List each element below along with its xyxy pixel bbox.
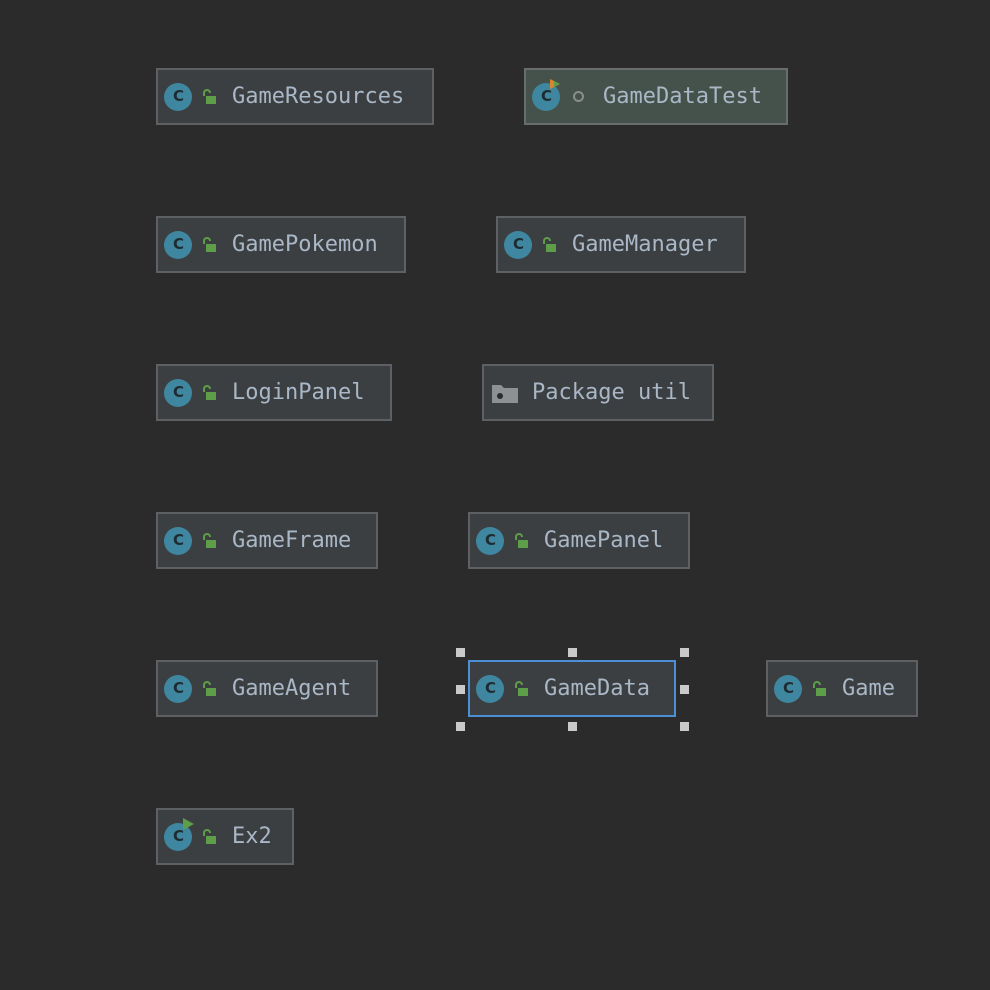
node-label: GamePokemon: [232, 232, 378, 257]
public-lock-icon: [203, 680, 216, 696]
public-lock-icon: [203, 532, 216, 548]
resize-handle-top-left[interactable]: [456, 648, 465, 657]
class-icon: C: [164, 378, 192, 407]
class-icon: C: [532, 78, 560, 111]
class-icon: C: [774, 674, 802, 703]
resize-handle-bottom[interactable]: [568, 722, 577, 731]
public-lock-icon: [203, 384, 216, 400]
node-label: Ex2: [232, 824, 272, 849]
node-label: GameDataTest: [603, 84, 762, 109]
node-game-data-test[interactable]: C GameDataTest: [524, 68, 788, 125]
node-game-resources[interactable]: C GameResources: [156, 68, 434, 125]
run-icon: [183, 817, 194, 830]
node-label: GameManager: [572, 232, 718, 257]
public-lock-icon: [203, 88, 216, 104]
class-icon: C: [504, 230, 532, 259]
class-icon: C: [164, 526, 192, 555]
public-lock-icon: [203, 236, 216, 252]
node-game[interactable]: C Game: [766, 660, 918, 717]
node-label: GamePanel: [544, 528, 664, 553]
node-ex2[interactable]: C Ex2: [156, 808, 294, 865]
node-game-panel[interactable]: C GamePanel: [468, 512, 690, 569]
resize-handle-bottom-right[interactable]: [680, 722, 689, 731]
node-label: GameFrame: [232, 528, 352, 553]
resize-handle-right[interactable]: [680, 685, 689, 694]
resize-handle-bottom-left[interactable]: [456, 722, 465, 731]
node-label: Package util: [532, 380, 691, 405]
node-login-panel[interactable]: C LoginPanel: [156, 364, 392, 421]
node-label: GameResources: [232, 84, 405, 109]
package-private-icon: [573, 91, 584, 102]
resize-handle-left[interactable]: [456, 685, 465, 694]
class-icon: C: [476, 526, 504, 555]
public-lock-icon: [515, 680, 528, 696]
class-icon: C: [164, 230, 192, 259]
public-lock-icon: [543, 236, 556, 252]
resize-handle-top[interactable]: [568, 648, 577, 657]
node-game-frame[interactable]: C GameFrame: [156, 512, 378, 569]
class-icon: C: [164, 82, 192, 111]
folder-icon: [492, 384, 518, 403]
resize-handle-top-right[interactable]: [680, 648, 689, 657]
node-label: Game: [842, 676, 895, 701]
public-lock-icon: [203, 828, 216, 844]
node-label: GameAgent: [232, 676, 352, 701]
node-label: LoginPanel: [232, 380, 365, 405]
node-label: GameData: [544, 676, 650, 701]
node-game-agent[interactable]: C GameAgent: [156, 660, 378, 717]
node-package-util[interactable]: Package util: [482, 364, 714, 421]
public-lock-icon: [813, 680, 826, 696]
node-game-pokemon[interactable]: C GamePokemon: [156, 216, 406, 273]
class-icon: C: [164, 674, 192, 703]
class-icon: C: [476, 674, 504, 703]
node-game-data[interactable]: C GameData: [468, 660, 676, 717]
node-game-manager[interactable]: C GameManager: [496, 216, 746, 273]
class-icon: C: [164, 817, 194, 851]
run-test-icon: [550, 78, 560, 89]
public-lock-icon: [515, 532, 528, 548]
